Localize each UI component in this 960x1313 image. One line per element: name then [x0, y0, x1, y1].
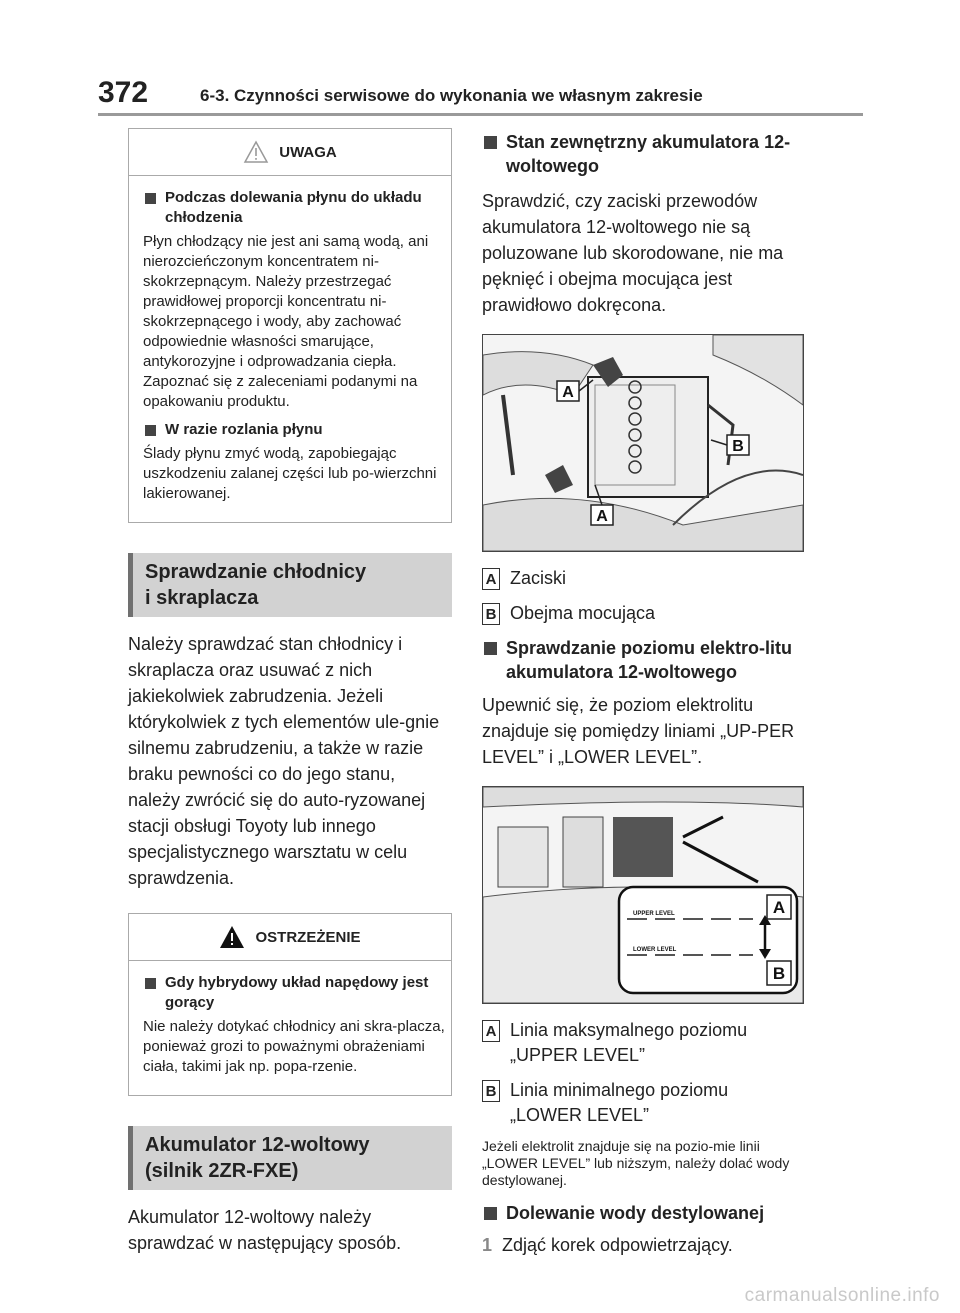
square-bullet-icon: [484, 136, 497, 149]
svg-text:A: A: [773, 898, 785, 917]
warning-header: OSTRZEŻENIE: [129, 914, 451, 961]
caution-box: UWAGA Podczas dolewania płynu do układu …: [128, 128, 452, 523]
svg-text:B: B: [732, 438, 744, 455]
watermark: carmanualsonline.info: [744, 1285, 940, 1306]
caution-header: UWAGA: [129, 129, 451, 176]
square-bullet-icon: [145, 193, 156, 204]
warning-box: OSTRZEŻENIE Gdy hybrydowy układ napędowy…: [128, 913, 452, 1096]
legend-letter-b: B: [482, 1080, 500, 1102]
radiator-body-text: Należy sprawdzać stan chłodnicy i skrapl…: [128, 634, 440, 888]
legend-text-clamp: Obejma mocująca: [510, 603, 656, 623]
step-text: Zdjąć korek odpowietrzający.: [502, 1235, 733, 1255]
square-bullet-icon: [484, 642, 497, 655]
warning-title: OSTRZEŻENIE: [255, 928, 361, 946]
svg-text:A: A: [562, 384, 574, 401]
battery-body-text: Akumulator 12-woltowy należy sprawdzać w…: [128, 1207, 402, 1253]
header-divider: [98, 113, 863, 116]
battery-terminals-illustration: A B A: [483, 335, 803, 551]
warning-text-hot: Nie należy dotykać chłodnicy ani skra-pl…: [143, 1018, 445, 1075]
warning-triangle-icon: [220, 926, 245, 948]
electrolyte-text: Upewnić się, że poziom elektrolitu znajd…: [482, 695, 795, 767]
square-bullet-icon: [145, 978, 156, 989]
svg-text:LOWER LEVEL: LOWER LEVEL: [633, 947, 677, 953]
caution-subheading-coolant: Podczas dolewania płynu do układu chłodz…: [143, 188, 445, 228]
svg-text:A: A: [596, 508, 608, 525]
caution-outline-icon: [243, 140, 269, 163]
step-number: 1: [482, 1235, 493, 1255]
section-title-radiator: Sprawdzanie chłodnicy i skraplacza: [128, 553, 452, 617]
square-bullet-icon: [145, 425, 156, 436]
caution-text-spill: Ślady płynu zmyć wodą, zapobiegając uszk…: [143, 445, 437, 502]
legend-letter-a: A: [482, 1020, 500, 1042]
caution-title: UWAGA: [279, 143, 337, 161]
legend-text-lower-level: Linia minimalnego poziomu „LOWER LEVEL”: [510, 1080, 729, 1125]
electrolyte-level-illustration: UPPER LEVEL LOWER LEVEL A B: [483, 787, 803, 1003]
svg-text:UPPER LEVEL: UPPER LEVEL: [633, 911, 675, 917]
step-1: 1 Zdjąć korek odpowietrzający.: [482, 1233, 804, 1257]
legend-item-upper-level: A Linia maksymalnego poziomu „UPPER LEVE…: [482, 1018, 804, 1068]
left-column: UWAGA Podczas dolewania płynu do układu …: [128, 128, 452, 1272]
warning-subheading-hot: Gdy hybrydowy układ napędowy jest gorący: [143, 973, 445, 1013]
subheading-battery-exterior: Stan zewnętrzny akumulatora 12-woltowego: [482, 130, 804, 178]
legend-text-upper-level: Linia maksymalnego poziomu „UPPER LEVEL”: [510, 1020, 748, 1065]
section-title-battery: Akumulator 12-woltowy (silnik 2ZR-FXE): [128, 1126, 452, 1190]
legend-item-clamp: B Obejma mocująca: [482, 601, 804, 626]
legend-letter-b: B: [482, 603, 500, 625]
subheading-distilled-water: Dolewanie wody destylowanej: [482, 1201, 804, 1225]
battery-exterior-text: Sprawdzić, czy zaciski przewodów akumula…: [482, 191, 784, 315]
legend-letter-a: A: [482, 568, 500, 590]
battery-terminals-figure: A B A: [482, 334, 804, 552]
electrolyte-note: Jeżeli elektrolit znajduje się na pozio-…: [482, 1138, 790, 1188]
page-number: 372: [98, 76, 149, 109]
square-bullet-icon: [484, 1207, 497, 1220]
subheading-electrolyte: Sprawdzanie poziomu elektro-litu akumula…: [482, 636, 804, 684]
electrolyte-level-figure: UPPER LEVEL LOWER LEVEL A B: [482, 786, 804, 1004]
legend-item-lower-level: B Linia minimalnego poziomu „LOWER LEVEL…: [482, 1078, 804, 1128]
legend-item-terminals: A Zaciski: [482, 566, 804, 591]
page-header: 372 6-3. Czynności serwisowe do wykonani…: [98, 76, 863, 116]
legend-text-terminals: Zaciski: [510, 568, 567, 588]
chapter-title: 6-3. Czynności serwisowe do wykonania we…: [200, 86, 703, 105]
right-column: Stan zewnętrzny akumulatora 12-woltowego…: [482, 128, 804, 1257]
caution-subheading-spill: W razie rozlania płynu: [143, 420, 445, 440]
svg-text:B: B: [773, 964, 785, 983]
caution-text-coolant: Płyn chłodzący nie jest ani samą wodą, a…: [143, 233, 429, 410]
